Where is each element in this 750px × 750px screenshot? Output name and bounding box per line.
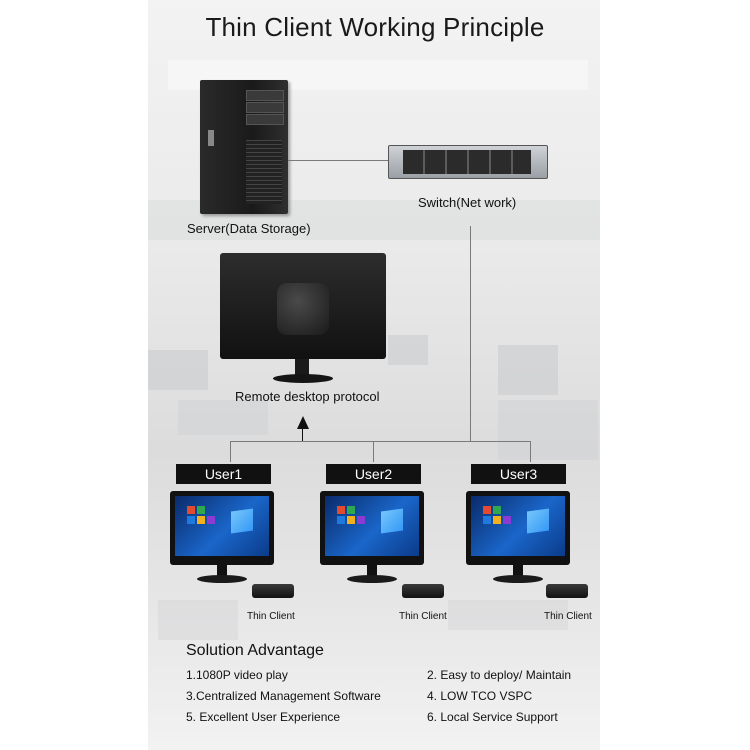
user2-box: User2 [326,464,421,484]
network-switch-icon [388,145,548,179]
switch-label: Switch(Net work) [418,195,517,210]
connector-switch-down [470,226,471,441]
user2-monitor-stand [367,565,377,577]
advantage-item: 4. LOW TCO VSPC [427,689,533,703]
user3-thin-client-box-icon [546,584,588,598]
user1-thin-client-box-icon [252,584,294,598]
server-tower-icon [200,80,288,214]
user1-device-label: Thin Client [247,611,295,622]
user1-monitor-icon [170,491,274,565]
user3-monitor-stand [513,565,523,577]
connector-user1 [230,441,231,462]
server-label: Server(Data Storage) [187,221,311,236]
user1-monitor-base [197,575,247,583]
user3-box: User3 [471,464,566,484]
user2-device-label: Thin Client [399,611,447,622]
monitor-base [273,374,333,383]
protocol-label: Remote desktop protocol [235,389,380,404]
advantage-item: 6. Local Service Support [427,710,558,724]
user2-thin-client-box-icon [402,584,444,598]
advantage-item: 1.1080P video play [186,668,288,682]
connector-user-bus [230,441,530,442]
connector-server-switch [288,160,388,161]
connector-arrow-stem [302,428,303,441]
advantage-item: 3.Centralized Management Software [186,689,381,703]
advantage-item: 5. Excellent User Experience [186,710,341,724]
connector-user2 [373,441,374,462]
user2-monitor-base [347,575,397,583]
user3-monitor-base [493,575,543,583]
connector-user3 [530,441,531,462]
page-title: Thin Client Working Principle [205,12,545,42]
monitor-back-icon [220,253,386,359]
up-arrow-icon [297,416,309,429]
user1-monitor-stand [217,565,227,577]
user2-monitor-icon [320,491,424,565]
user3-device-label: Thin Client [544,611,592,622]
advantage-item: 2. Easy to deploy/ Maintain [427,668,572,682]
monitor-stand [295,359,309,377]
advantage-title: Solution Advantage [186,642,324,659]
user1-box: User1 [176,464,271,484]
user3-monitor-icon [466,491,570,565]
